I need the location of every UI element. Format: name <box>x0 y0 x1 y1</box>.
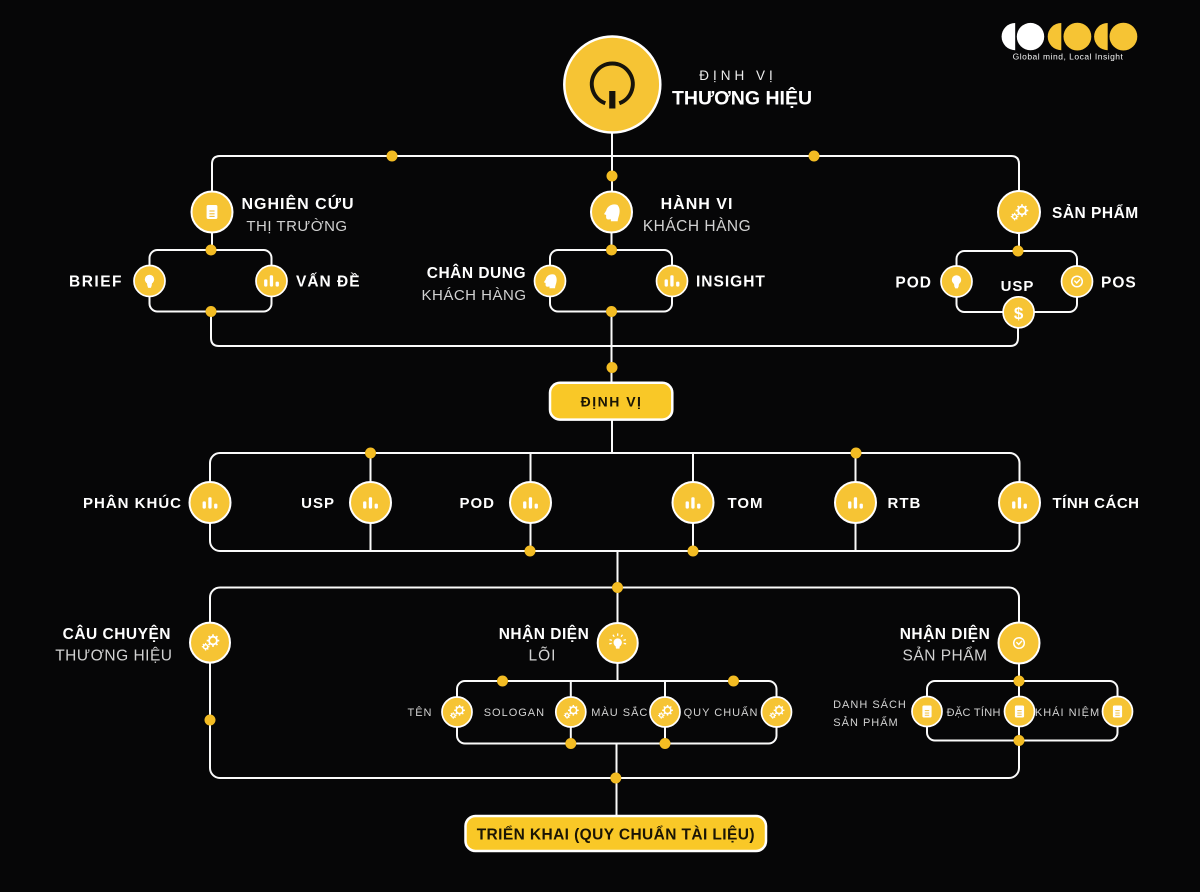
svg-text:TÍNH CÁCH: TÍNH CÁCH <box>1053 495 1140 512</box>
svg-text:THƯƠNG HIỆU: THƯƠNG HIỆU <box>672 86 812 110</box>
svg-text:Global mind, Local Insight: Global mind, Local Insight <box>1013 52 1124 62</box>
svg-text:LÕI: LÕI <box>529 648 557 665</box>
svg-text:THƯƠNG HIỆU: THƯƠNG HIỆU <box>55 648 172 665</box>
svg-text:MÀU SẮC: MÀU SẮC <box>591 706 648 719</box>
svg-text:CÂU CHUYỆN: CÂU CHUYỆN <box>63 625 171 643</box>
svg-text:TRIỂN KHAI (QUY CHUẨN TÀI LIỆU: TRIỂN KHAI (QUY CHUẨN TÀI LIỆU) <box>477 826 755 844</box>
svg-text:USP: USP <box>301 495 335 512</box>
svg-text:SOLOGAN: SOLOGAN <box>484 707 545 719</box>
svg-text:BRIEF: BRIEF <box>69 274 123 291</box>
svg-text:POD: POD <box>459 495 495 512</box>
svg-text:VẤN ĐỀ: VẤN ĐỀ <box>296 274 361 291</box>
svg-text:DANH SÁCH: DANH SÁCH <box>833 698 907 711</box>
svg-text:INSIGHT: INSIGHT <box>696 274 766 291</box>
svg-text:$: $ <box>1014 304 1024 323</box>
svg-text:POS: POS <box>1101 275 1137 292</box>
svg-text:KHÁI NIỆM: KHÁI NIỆM <box>1035 706 1100 719</box>
svg-text:NHẬN DIỆN: NHẬN DIỆN <box>900 625 991 643</box>
svg-text:THỊ TRƯỜNG: THỊ TRƯỜNG <box>246 218 347 235</box>
svg-text:USP: USP <box>1001 278 1035 295</box>
svg-text:QUY CHUẨN: QUY CHUẨN <box>684 706 759 719</box>
svg-text:HÀNH VI: HÀNH VI <box>661 194 734 213</box>
svg-text:ĐẶC TÍNH: ĐẶC TÍNH <box>947 706 1001 719</box>
svg-text:ĐỊNH VỊ: ĐỊNH VỊ <box>699 68 777 83</box>
svg-text:SẢN PHẨM: SẢN PHẨM <box>833 716 898 729</box>
svg-text:RTB: RTB <box>888 495 922 512</box>
svg-text:TOM: TOM <box>728 495 764 512</box>
svg-text:KHÁCH HÀNG: KHÁCH HÀNG <box>643 218 751 235</box>
svg-text:NHẬN DIỆN: NHẬN DIỆN <box>499 625 590 643</box>
svg-text:SẢN PHẨM: SẢN PHẨM <box>903 647 988 665</box>
svg-text:CHÂN DUNG: CHÂN DUNG <box>427 264 526 282</box>
svg-text:ĐỊNH VỊ: ĐỊNH VỊ <box>581 394 643 410</box>
svg-text:PHÂN KHÚC: PHÂN KHÚC <box>83 494 182 512</box>
svg-text:NGHIÊN CỨU: NGHIÊN CỨU <box>241 194 354 213</box>
svg-text:POD: POD <box>895 275 932 292</box>
svg-text:SẢN PHẨM: SẢN PHẨM <box>1052 204 1139 222</box>
svg-text:TÊN: TÊN <box>408 706 433 719</box>
svg-text:KHÁCH HÀNG: KHÁCH HÀNG <box>421 287 526 304</box>
